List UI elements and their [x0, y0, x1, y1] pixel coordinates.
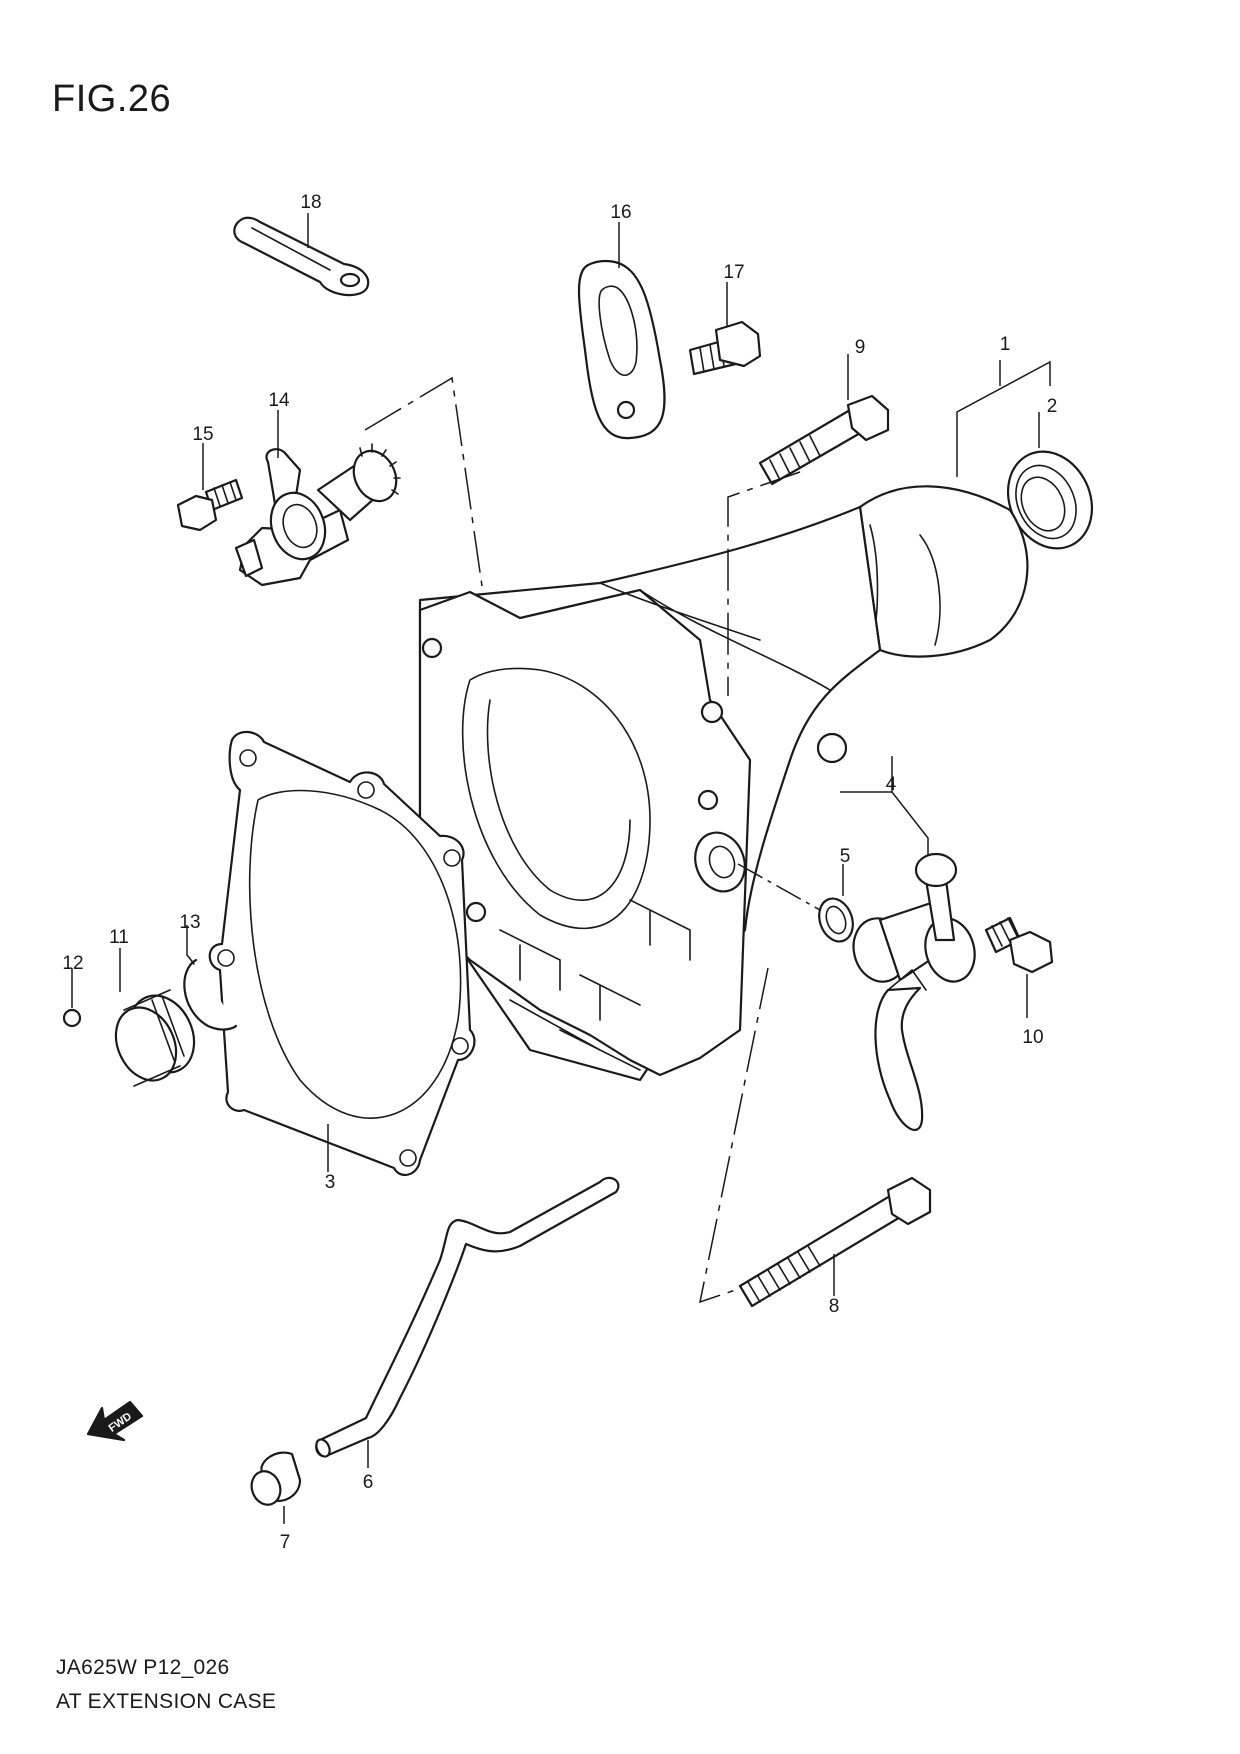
plug-ball-part: [62, 1008, 82, 1028]
speedometer-driven-gear-part: [234, 443, 401, 587]
case-bolt-part: [758, 394, 890, 486]
callout-5: 5: [840, 846, 851, 867]
callout-9: 9: [855, 337, 866, 358]
callout-11: 11: [109, 927, 129, 948]
drawing-code: JA625W P12_026: [56, 1656, 230, 1679]
callout-2: 2: [1047, 396, 1058, 417]
callout-3: 3: [325, 1172, 336, 1193]
gasket-part: [208, 730, 476, 1177]
callout-18: 18: [300, 192, 321, 213]
diagram-name: AT EXTENSION CASE: [56, 1690, 277, 1713]
cover-bolt-part: [688, 320, 762, 376]
hose-cap-part: [250, 1451, 302, 1506]
callout-17: 17: [723, 262, 744, 283]
speed-sensor-assembly-part: [852, 852, 976, 1132]
o-ring-part: [818, 897, 854, 943]
callout-16: 16: [610, 202, 631, 223]
callout-14: 14: [268, 390, 290, 411]
plug-part: [114, 989, 196, 1087]
cover-gasket-part: [577, 259, 666, 440]
callout-8: 8: [829, 1296, 840, 1317]
clamp-part: [233, 216, 370, 297]
callout-1: 1: [1000, 334, 1011, 355]
callout-10: 10: [1022, 1027, 1043, 1048]
callout-7: 7: [280, 1532, 291, 1553]
case-bolt-long-part: [738, 1176, 932, 1308]
figure-title: FIG.26: [52, 78, 172, 120]
extension-case-part: [418, 485, 1029, 1082]
callout-12: 12: [62, 953, 83, 974]
breather-hose-part: [315, 1176, 620, 1458]
circlip-part: [183, 958, 238, 1031]
sensor-bolt-part: [984, 916, 1054, 974]
forward-direction-arrow-icon: FWD: [86, 1400, 144, 1442]
oil-seal-part: [1006, 450, 1094, 550]
callout-15: 15: [192, 424, 213, 445]
callout-6: 6: [363, 1472, 374, 1493]
callout-13: 13: [179, 912, 200, 933]
gear-bolt-part: [176, 478, 244, 532]
callout-4: 4: [886, 774, 897, 795]
